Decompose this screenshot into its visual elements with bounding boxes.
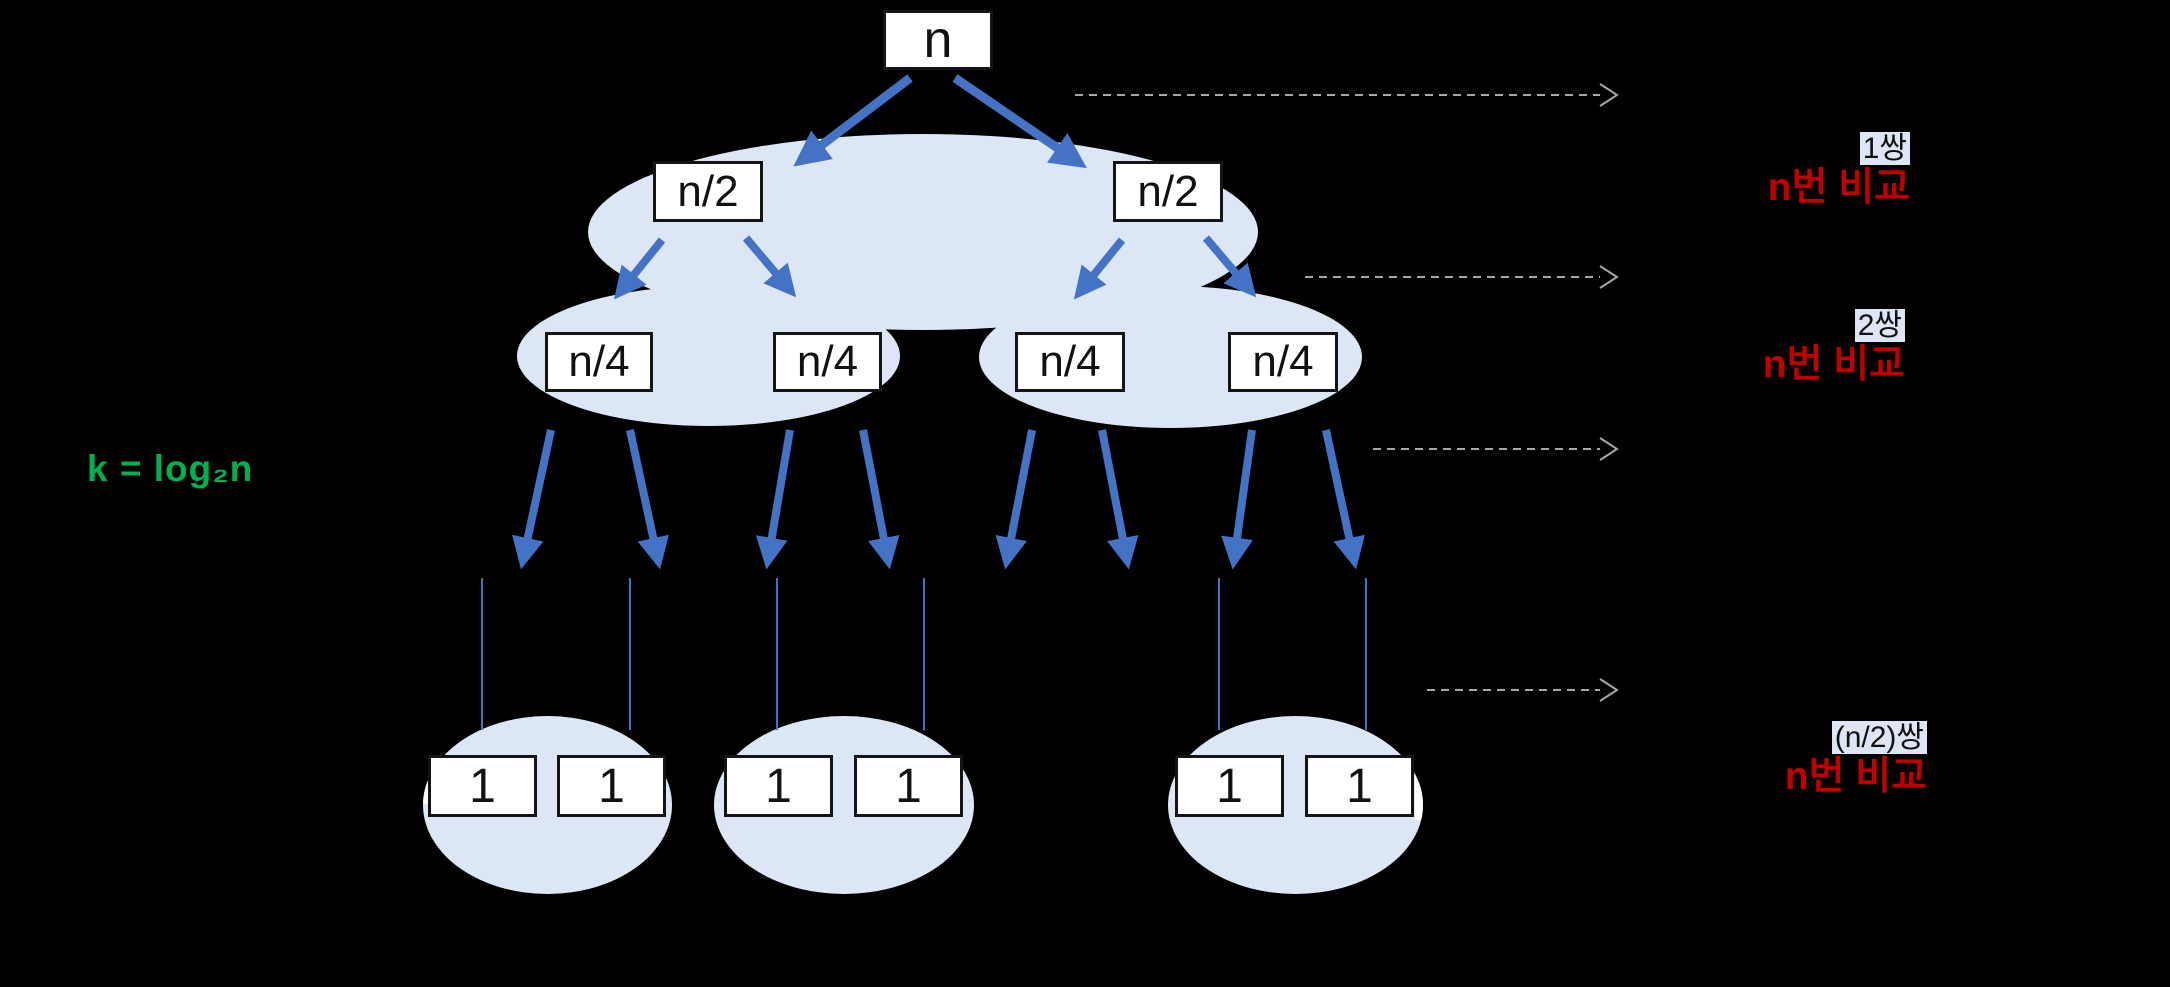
node-label: n/4 bbox=[796, 337, 859, 386]
tree-node-n2-right: n/2 bbox=[1113, 161, 1223, 222]
comparison-count-label: n번 비교 bbox=[1762, 343, 1905, 386]
tree-node-root: n bbox=[883, 10, 993, 70]
pair-count-label: 1쌍 bbox=[1859, 132, 1910, 165]
node-label: n/4 bbox=[568, 337, 630, 386]
level2-annotation: 2쌍 n번 비교 bbox=[1640, 309, 1905, 386]
node-label: n/2 bbox=[1137, 166, 1199, 216]
leaf-level-annotation: (n/2)쌍 n번 비교 bbox=[1640, 721, 1927, 798]
tree-node-n4-4: n/4 bbox=[1228, 332, 1338, 392]
node-label: 1 bbox=[469, 759, 496, 813]
tree-node-leaf-2: 1 bbox=[557, 755, 666, 817]
tree-node-leaf-1: 1 bbox=[428, 755, 537, 817]
node-label: 1 bbox=[1216, 759, 1243, 813]
tree-node-n2-left: n/2 bbox=[653, 161, 763, 222]
tree-node-leaf-4: 1 bbox=[854, 755, 963, 817]
pair-count-label: (n/2)쌍 bbox=[1831, 721, 1927, 754]
comparison-count-label: n번 비교 bbox=[1767, 166, 1910, 209]
tree-node-leaf-6: 1 bbox=[1305, 755, 1414, 817]
level1-annotation: 1쌍 n번 비교 bbox=[1640, 132, 1910, 209]
node-label: n/2 bbox=[677, 166, 739, 216]
comparison-count-label: n번 비교 bbox=[1784, 755, 1927, 798]
node-label: 1 bbox=[765, 759, 792, 813]
node-label: n bbox=[923, 11, 953, 69]
clipped-box-sliver bbox=[423, 766, 430, 804]
tree-node-leaf-5: 1 bbox=[1175, 755, 1284, 817]
node-label: 1 bbox=[1346, 759, 1373, 813]
node-label: n/4 bbox=[1252, 337, 1314, 386]
tree-node-n4-3: n/4 bbox=[1015, 332, 1125, 392]
node-label: n/4 bbox=[1039, 337, 1101, 386]
tree-node-n4-2: n/4 bbox=[773, 332, 882, 392]
pair-count-label: 2쌍 bbox=[1854, 309, 1905, 342]
tree-node-n4-1: n/4 bbox=[545, 332, 653, 392]
node-label: 1 bbox=[598, 759, 625, 813]
node-label: 1 bbox=[895, 759, 922, 813]
depth-formula: k = log₂n bbox=[87, 448, 254, 489]
clipped-box-sliver bbox=[1415, 770, 1423, 820]
tree-node-leaf-3: 1 bbox=[724, 755, 833, 817]
